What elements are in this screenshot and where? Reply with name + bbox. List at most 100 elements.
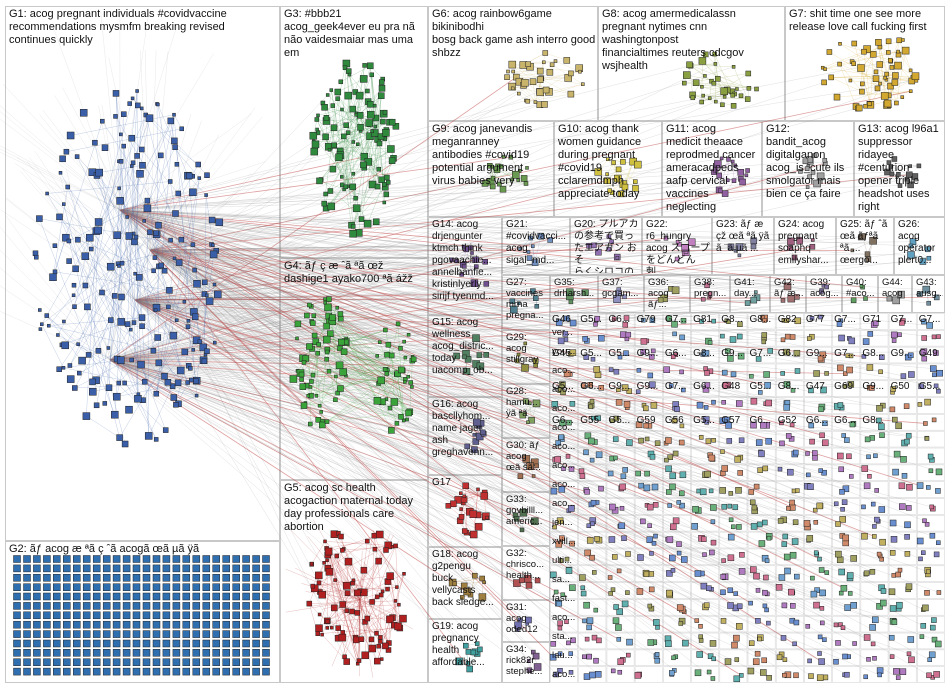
- small-group-label: G6...: [805, 414, 828, 426]
- vertex-node: [122, 564, 131, 573]
- vertex-node: [252, 639, 260, 648]
- vertex-node: [378, 85, 386, 92]
- inter-group-edge: [149, 88, 749, 251]
- inter-group-edge: [109, 359, 564, 469]
- vertex-node: [316, 580, 322, 586]
- vertex-node: [317, 612, 322, 617]
- small-group-cell: [832, 599, 861, 616]
- vertex-node: [607, 575, 613, 580]
- vertex-node: [367, 62, 374, 70]
- small-group-cell: [916, 414, 945, 431]
- vertex-node: [588, 437, 595, 445]
- small-group-label: G46: [552, 314, 571, 325]
- vertex-node: [869, 435, 875, 441]
- vertex-node: [23, 630, 31, 638]
- vertex-node: [82, 592, 91, 601]
- vertex-node: [877, 672, 882, 678]
- intra-group-edge: [0, 105, 121, 211]
- vertex-node: [794, 368, 801, 374]
- vertex-node: [582, 654, 587, 660]
- vertex-node: [480, 492, 489, 500]
- small-group-top-word: aco...: [552, 612, 576, 623]
- intra-group-edge: [109, 166, 148, 361]
- vertex-node: [63, 630, 71, 638]
- small-group-cell: [747, 330, 776, 347]
- vertex-node: [864, 436, 871, 443]
- small-group-cell: [804, 447, 832, 465]
- vertex-node: [142, 583, 151, 591]
- small-group-cell: [804, 599, 832, 616]
- vertex-node: [179, 126, 184, 132]
- vertex-node: [252, 555, 260, 563]
- inter-group-edge: [109, 359, 593, 521]
- vertex-node: [706, 585, 712, 591]
- vertex-node: [323, 297, 327, 301]
- vertex-node: [647, 639, 655, 646]
- vertex-node: [721, 400, 726, 405]
- vertex-node: [133, 234, 139, 240]
- vertex-node: [385, 180, 391, 185]
- inter-group-edge: [149, 249, 927, 290]
- small-group-top-word: aco...: [552, 498, 576, 509]
- vertex-node: [738, 437, 745, 444]
- vertex-node: [750, 523, 758, 530]
- small-group-label: G5...: [580, 314, 602, 325]
- vertex-node: [315, 127, 319, 132]
- vertex-node: [654, 657, 661, 664]
- vertex-node: [139, 106, 144, 111]
- vertex-node: [162, 620, 171, 629]
- small-group-cell: [550, 346, 579, 364]
- inter-group-edge: [149, 249, 935, 338]
- vertex-node: [175, 190, 182, 197]
- vertex-node: [705, 438, 712, 444]
- vertex-node: [384, 174, 390, 181]
- intra-group-edge: [175, 147, 199, 165]
- vertex-node: [142, 649, 151, 657]
- vertex-node: [122, 649, 131, 657]
- vertex-node: [349, 229, 357, 238]
- vertex-node: [340, 175, 344, 179]
- vertex-node: [338, 338, 345, 346]
- group-label-g18: G18: acog g2pengu buck vellycasts back s…: [432, 549, 494, 608]
- vertex-node: [322, 133, 329, 141]
- vertex-node: [338, 533, 344, 540]
- vertex-node: [508, 60, 517, 69]
- vertex-node: [112, 620, 121, 629]
- vertex-node: [73, 639, 81, 648]
- vertex-node: [861, 48, 867, 55]
- inter-group-edge: [109, 297, 710, 361]
- vertex-node: [202, 279, 208, 286]
- small-group-cell: [747, 649, 776, 666]
- vertex-node: [667, 503, 672, 508]
- inter-group-edge: [119, 209, 538, 581]
- vertex-node: [891, 619, 898, 625]
- vertex-node: [840, 625, 846, 630]
- vertex-node: [82, 555, 91, 563]
- vertex-node: [142, 219, 146, 223]
- inter-group-edge: [119, 209, 930, 676]
- inter-group-edge: [109, 359, 706, 475]
- vertex-node: [137, 360, 145, 369]
- small-group-cell: [860, 313, 889, 330]
- intra-group-edge: [78, 344, 173, 387]
- vertex-node: [359, 75, 368, 83]
- vertex-node: [358, 216, 365, 222]
- small-group-label: G8...: [862, 414, 885, 426]
- vertex-node: [833, 622, 839, 628]
- vertex-node: [193, 378, 199, 384]
- vertex-node: [578, 69, 582, 74]
- vertex-node: [619, 483, 626, 491]
- vertex-node: [393, 543, 398, 549]
- small-group-cell: [550, 582, 579, 599]
- group-panel-g33: [502, 492, 550, 546]
- inter-group-edge: [134, 299, 864, 357]
- group-label-g28: G28: hamu... ÿã ªã: [506, 386, 538, 419]
- intra-group-edge: [109, 180, 177, 361]
- vertex-node: [616, 568, 622, 574]
- vertex-node: [916, 482, 924, 489]
- vertex-node: [33, 602, 41, 610]
- vertex-node: [324, 303, 332, 312]
- vertex-node: [43, 602, 51, 610]
- small-group-cell: [550, 615, 579, 633]
- inter-group-edge: [119, 209, 709, 342]
